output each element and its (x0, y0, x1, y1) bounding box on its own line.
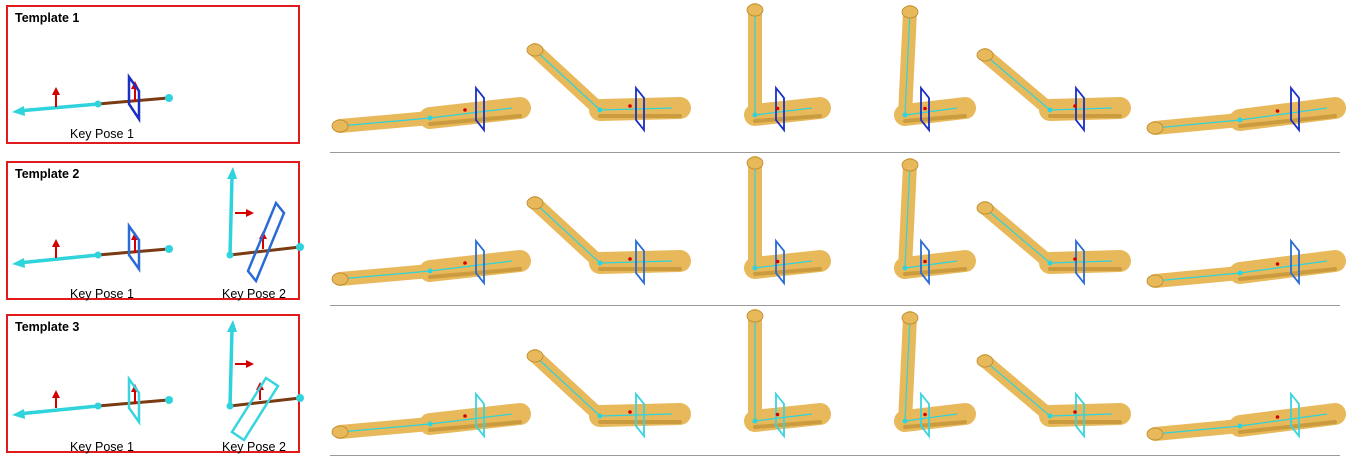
arm-figure (977, 49, 1120, 130)
arm-figure (977, 202, 1120, 283)
arm-figure (1147, 394, 1335, 440)
arm-figure (1147, 241, 1335, 287)
row-separator-3 (330, 455, 1340, 456)
row-separator-1 (330, 152, 1340, 153)
arm-figure (747, 4, 820, 130)
arm-figure (747, 157, 820, 283)
arm-figure (527, 197, 680, 283)
arm-figure (332, 394, 520, 438)
arm-figure (747, 310, 820, 436)
arm-figure (527, 44, 680, 130)
arm-figure (977, 355, 1120, 436)
arm-figure (902, 6, 965, 130)
arm-figure (527, 350, 680, 436)
arm-figure (1147, 88, 1335, 134)
arm-figure (902, 159, 965, 283)
row-separator-2 (330, 305, 1340, 306)
arm-figure (332, 241, 520, 285)
arm-figure (332, 88, 520, 132)
arm-figure (902, 312, 965, 436)
